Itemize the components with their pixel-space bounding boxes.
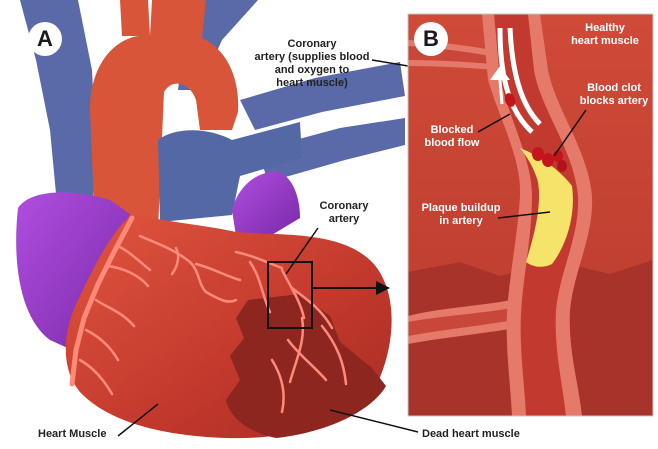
label-dead-muscle: Dead heart muscle [422,428,520,441]
label-clot-line1: Blood clot [576,82,652,95]
label-coronary-main-line1: Coronary [248,38,376,51]
left-atrium [232,172,300,236]
label-blocked-line1: Blocked [416,124,488,137]
label-coronary-line1: Coronary [304,200,384,213]
label-blocked: Blocked blood flow [416,124,488,150]
label-plaque: Plaque buildup in artery [416,202,506,228]
aorta-branch [120,0,150,36]
label-coronary-main-line3: and oxygen to [248,64,376,77]
label-healthy: Healthy heart muscle [560,22,650,48]
label-plaque-line1: Plaque buildup [416,202,506,215]
label-coronary-main: Coronary artery (supplies blood and oxyg… [248,38,376,90]
label-clot-line2: blocks artery [576,95,652,108]
badge-b: B [414,22,448,56]
label-coronary: Coronary artery [304,200,384,226]
label-coronary-main-line4: heart muscle) [248,77,376,90]
label-healthy-line1: Healthy [560,22,650,35]
label-coronary-main-line2: artery (supplies blood [248,51,376,64]
badge-a: A [28,22,62,56]
label-heart-muscle: Heart Muscle [38,428,106,441]
label-clot: Blood clot blocks artery [576,82,652,108]
label-blocked-line2: blood flow [416,137,488,150]
label-healthy-line2: heart muscle [560,35,650,48]
label-coronary-line2: artery [304,213,384,226]
label-plaque-line2: in artery [416,215,506,228]
leader-dead-muscle [330,410,418,432]
